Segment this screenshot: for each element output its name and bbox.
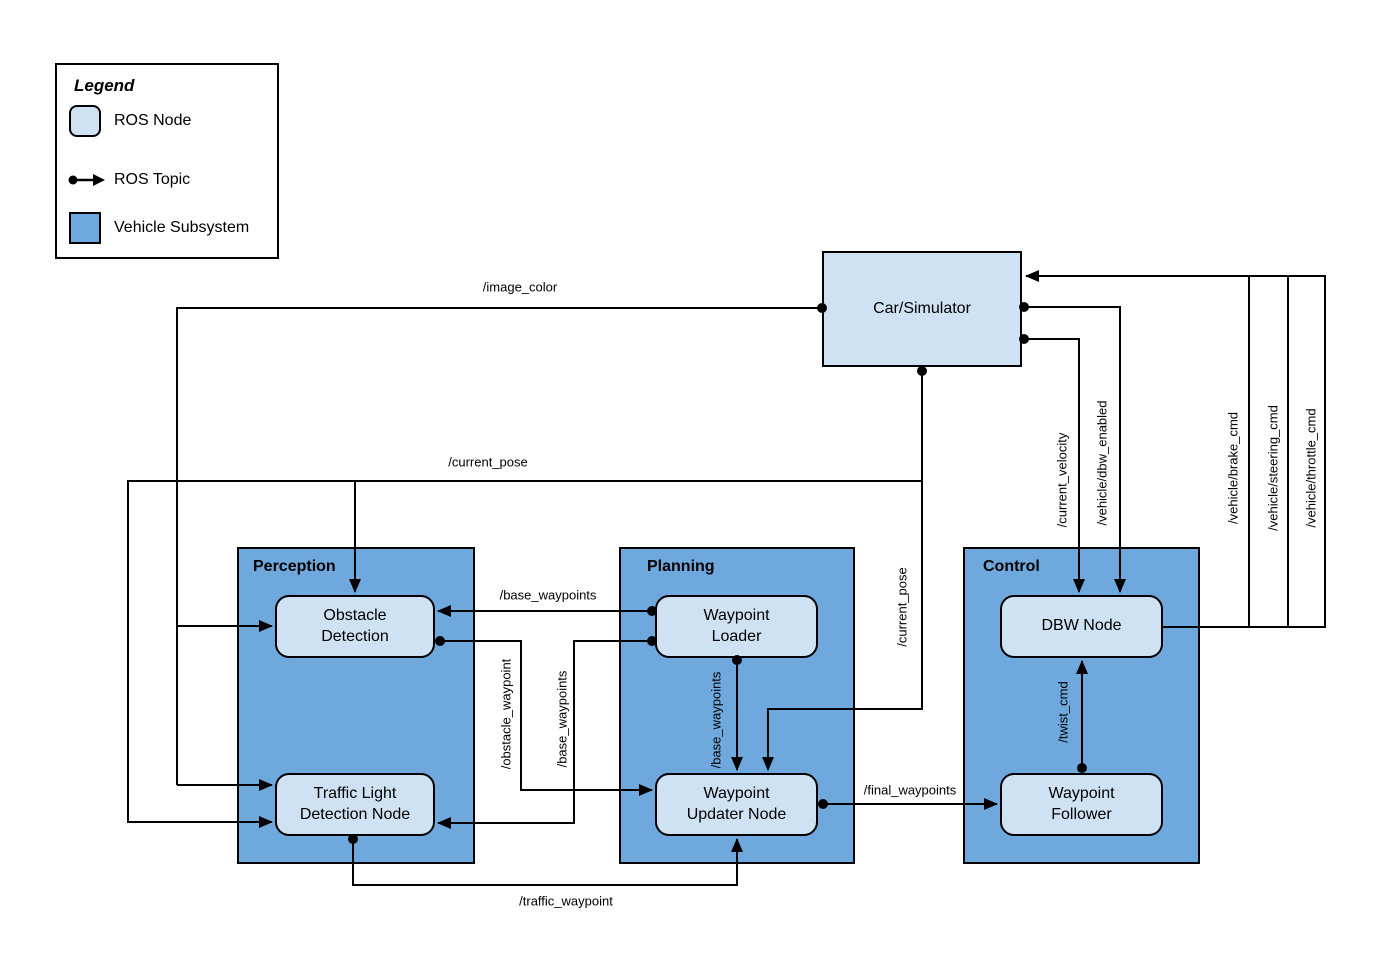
node-car-simulator: Car/Simulator — [822, 251, 1022, 367]
topic-label-current-pose-2: /current_pose — [894, 567, 910, 647]
topic-label-twist-cmd: /twist_cmd — [1055, 681, 1071, 743]
subsystem-control-title: Control — [983, 558, 1040, 575]
node-traffic-light-detection-label: Traffic Light Detection Node — [299, 784, 411, 823]
dot-current-pose — [917, 366, 927, 376]
node-obstacle-detection-label: Obstacle Detection — [321, 606, 389, 645]
topic-label-image-color: /image_color — [482, 279, 558, 295]
node-waypoint-updater: Waypoint Updater Node — [655, 773, 818, 836]
topic-label-throttle-cmd: /vehicle/throttle_cmd — [1303, 408, 1319, 528]
node-waypoint-follower: Waypoint Follower — [1000, 773, 1163, 836]
topic-label-dbw-enabled: /vehicle/dbw_enabled — [1094, 400, 1110, 526]
vehicle-subsystem-swatch — [69, 212, 101, 244]
topic-label-traffic-waypoint: /traffic_waypoint — [519, 893, 613, 909]
node-waypoint-loader-label: Waypoint Loader — [703, 606, 770, 645]
node-waypoint-updater-label: Waypoint Updater Node — [686, 784, 787, 823]
topic-label-final-waypoints: /final_waypoints — [863, 782, 957, 798]
subsystem-planning-title: Planning — [647, 558, 715, 575]
subsystem-perception-title: Perception — [253, 558, 336, 575]
node-traffic-light-detection: Traffic Light Detection Node — [275, 773, 435, 836]
legend-item-vehicle-subsystem: Vehicle Subsystem — [114, 219, 250, 236]
topic-label-obstacle-waypoint: /obstacle_waypoint — [498, 658, 514, 770]
legend-title: Legend — [74, 76, 135, 95]
node-waypoint-loader: Waypoint Loader — [655, 595, 818, 658]
topic-label-base-waypoints: /base_waypoints — [499, 587, 597, 603]
node-dbw-label: DBW Node — [1041, 617, 1122, 635]
ros-node-swatch — [69, 105, 101, 137]
node-waypoint-follower-label: Waypoint Follower — [1048, 784, 1115, 823]
topic-label-current-velocity: /current_velocity — [1054, 432, 1070, 528]
node-obstacle-detection: Obstacle Detection — [275, 595, 435, 658]
topic-label-brake-cmd: /vehicle/brake_cmd — [1225, 412, 1241, 524]
legend-item-ros-topic: ROS Topic — [114, 171, 191, 188]
ros-topic-icon — [68, 174, 105, 186]
topic-label-base-waypoints-2: /base_waypoints — [554, 670, 570, 768]
node-car-simulator-label: Car/Simulator — [873, 299, 971, 317]
legend-box: Legend ROS Node ROS Topic Vehicle Subsys… — [55, 63, 279, 259]
node-dbw: DBW Node — [1000, 595, 1163, 658]
legend-item-ros-node: ROS Node — [114, 112, 192, 129]
topic-label-current-pose: /current_pose — [448, 454, 528, 470]
topic-label-base-waypoints-3: /base_waypoints — [708, 671, 724, 769]
topic-label-steering-cmd: /vehicle/steering_cmd — [1265, 405, 1281, 531]
